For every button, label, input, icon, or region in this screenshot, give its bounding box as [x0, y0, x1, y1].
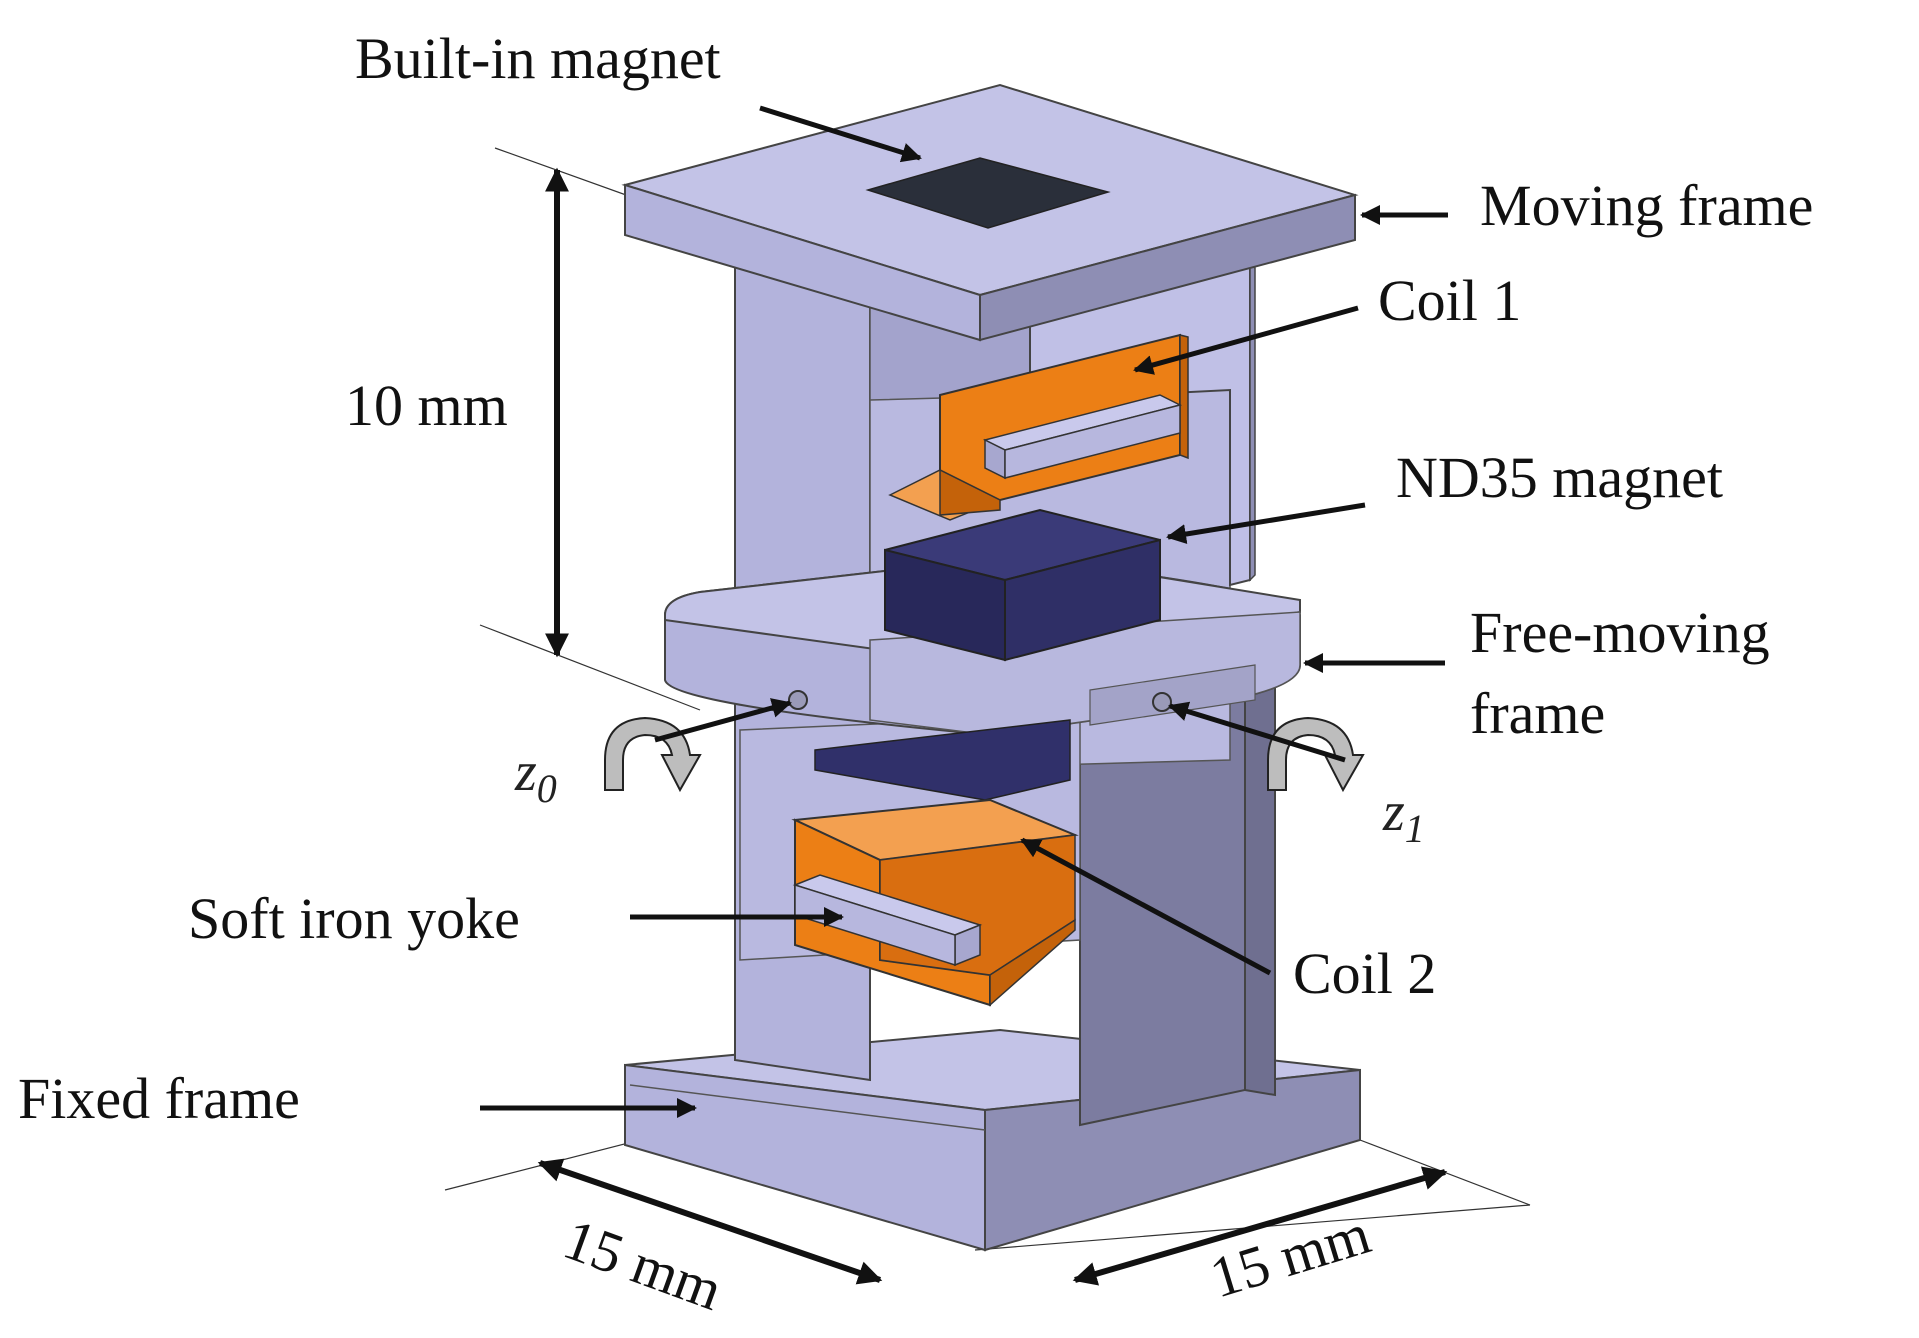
- arrow-coil-1: [1133, 305, 1359, 375]
- label-built-in-magnet: Built-in magnet: [355, 26, 721, 91]
- label-free-moving-frame-line1: Free-moving: [1470, 600, 1770, 665]
- moving-frame: [621, 83, 1359, 342]
- arrow-built-in-magnet: [759, 105, 922, 163]
- label-dimension-width-left: 15 mm: [556, 1206, 731, 1323]
- pivot-pin-z1: [1152, 692, 1172, 712]
- dimension-arrow-width-right: [1072, 1166, 1448, 1286]
- label-soft-iron-yoke: Soft iron yoke: [188, 886, 520, 951]
- coil-1: [888, 333, 1189, 521]
- label-dimension-height: 10 mm: [345, 373, 508, 438]
- label-free-moving-frame-line2: frame: [1470, 681, 1605, 746]
- label-coil-1: Coil 1: [1378, 268, 1521, 333]
- labels: Built-in magnet Moving frame Coil 1 ND35…: [18, 26, 1813, 1323]
- arrow-coil-2: [1020, 837, 1272, 976]
- label-z1: z1: [1382, 781, 1425, 851]
- arrow-nd35-magnet: [1166, 502, 1366, 544]
- label-coil-2: Coil 2: [1293, 941, 1436, 1006]
- label-nd35-magnet: ND35 magnet: [1396, 445, 1723, 510]
- built-in-magnet-plate: [865, 157, 1111, 229]
- pointer-arrows: [480, 105, 1448, 1118]
- label-z0: z0: [514, 741, 557, 811]
- arrow-z1: [1168, 701, 1346, 763]
- dimension-arrow-width-left: [537, 1158, 883, 1285]
- coil-2: [791, 798, 1079, 1007]
- rotation-arrow-z0: [604, 716, 702, 793]
- rotation-arrow-z1: [1267, 716, 1365, 793]
- pivot-pin-z0: [788, 690, 808, 710]
- nd35-magnet: [814, 508, 1161, 801]
- label-moving-frame: Moving frame: [1480, 173, 1813, 238]
- label-fixed-frame: Fixed frame: [18, 1066, 300, 1131]
- dimension-arrows: [537, 167, 1448, 1286]
- arrow-z0: [654, 698, 792, 743]
